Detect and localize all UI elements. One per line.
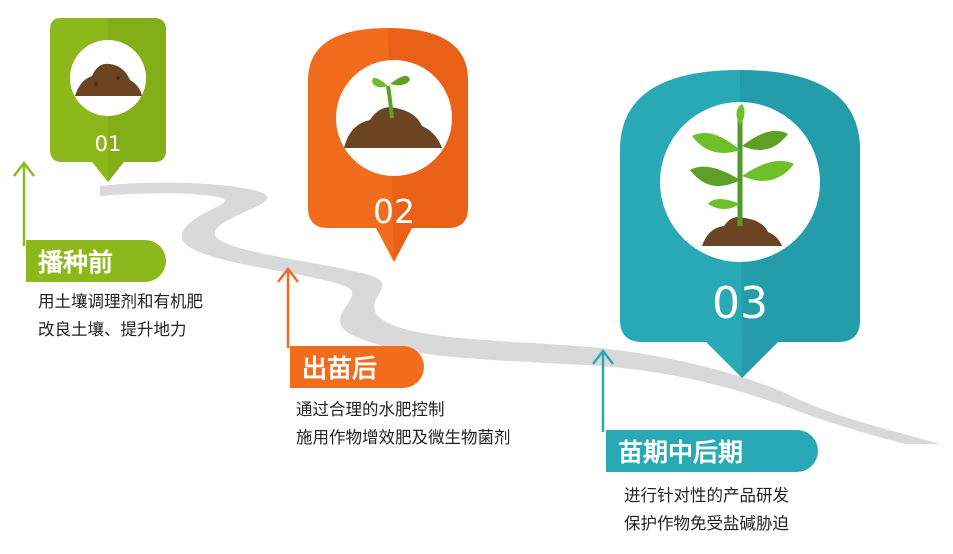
soil-mound-icon [75, 63, 142, 96]
stage-1-description: 用土壤调理剂和有机肥 改良土壤、提升地力 [38, 288, 203, 344]
stage-1-title: 播种前 [26, 240, 166, 282]
stage-3-line-1: 进行针对性的产品研发 [624, 486, 789, 505]
stage-3-line-2: 保护作物免受盐碱胁迫 [624, 514, 789, 533]
stage-2-pin [308, 28, 468, 262]
stage-1-line-2: 改良土壤、提升地力 [38, 320, 187, 339]
stage-3-pin [620, 70, 860, 378]
stage-2-number: 02 [373, 192, 415, 231]
stage-2-line-2: 施用作物增效肥及微生物菌剂 [296, 428, 511, 447]
stage-1-arrow [13, 160, 35, 246]
young-plant-icon [690, 104, 794, 246]
stage-1-pin [50, 18, 166, 182]
stage-1-number: 01 [94, 132, 122, 156]
seedling-icon [344, 75, 442, 148]
stage-2-line-1: 通过合理的水肥控制 [296, 400, 445, 419]
stage-3-title: 苗期中后期 [606, 430, 818, 472]
winding-road [100, 182, 940, 444]
stage-3-description: 进行针对性的产品研发 保护作物免受盐碱胁迫 [624, 482, 789, 538]
stage-2-description: 通过合理的水肥控制 施用作物增效肥及微生物菌剂 [296, 396, 511, 452]
stage-1-line-1: 用土壤调理剂和有机肥 [38, 292, 203, 311]
stage-2-title: 出苗后 [290, 346, 424, 388]
stage-3-number: 03 [712, 278, 768, 329]
stage-2-arrow [277, 266, 299, 348]
stage-3-arrow [592, 348, 614, 432]
